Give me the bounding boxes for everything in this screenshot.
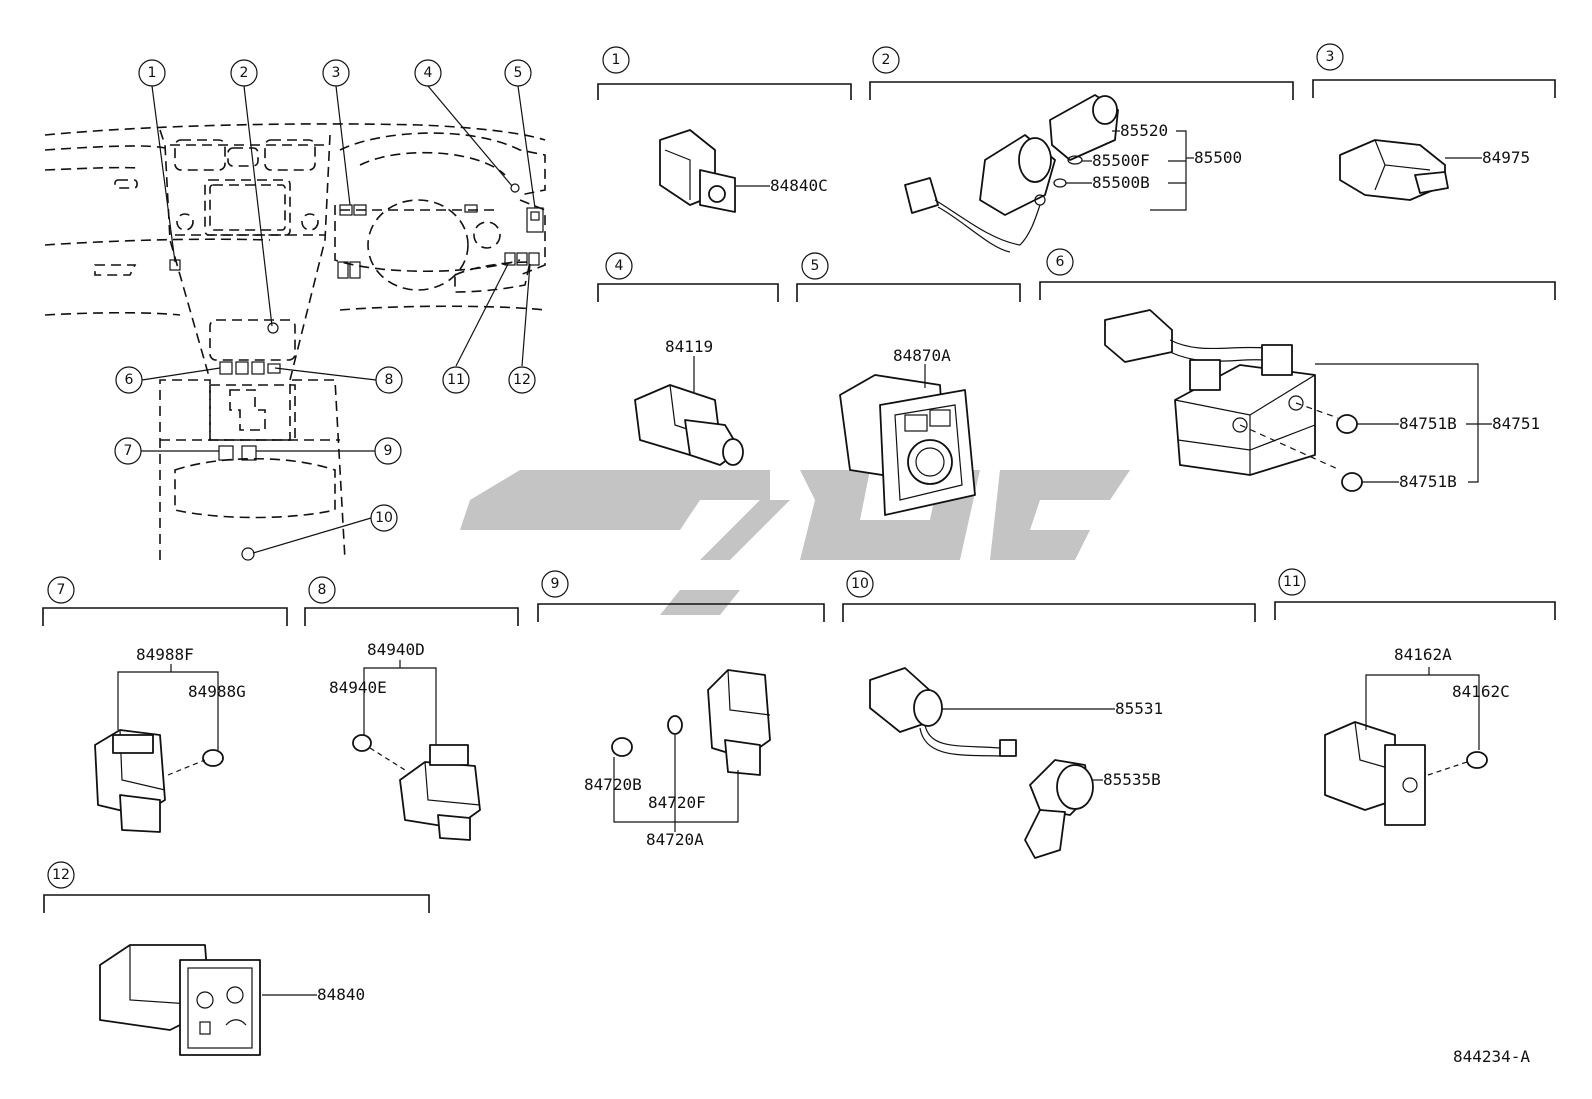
part-label-84940E: 84940E [329,678,387,697]
svg-text:9: 9 [384,443,393,459]
part-label-84940D: 84940D [367,640,425,659]
locator-callout-6: 6 [115,366,143,394]
part-label-84988F: 84988F [136,645,194,664]
section-5: 5 84870A [796,252,1021,516]
locator-leaders [141,85,536,554]
svg-text:2: 2 [240,65,249,81]
section-12: 12 84840 [43,861,430,1056]
part-84751-drawing [1104,309,1363,492]
section-3: 3 84975 [1312,43,1556,201]
svg-text:5: 5 [514,65,523,81]
part-label-84162C: 84162C [1452,682,1510,701]
part-84720a-drawing [611,669,771,776]
svg-text:6: 6 [1056,254,1065,270]
section-9: 9 84720B 84720F 84720A [537,570,825,849]
locator-callout-3: 3 [322,59,350,87]
part-84988f-drawing [94,729,224,833]
dashboard-overview [44,123,546,561]
part-label-85500F: 85500F [1092,151,1150,170]
part-label-84975: 84975 [1482,148,1530,167]
locator-callout-2: 2 [230,59,258,87]
svg-text:1: 1 [612,52,621,68]
part-84840c-drawing [659,129,736,213]
part-label-84840C: 84840C [770,176,828,195]
part-label-84720B: 84720B [584,775,642,794]
svg-text:7: 7 [124,443,133,459]
svg-text:8: 8 [318,582,327,598]
part-label-84720F: 84720F [648,793,706,812]
svg-text:3: 3 [332,65,341,81]
section-1: 1 84840C [597,46,852,213]
section-8: 8 84940D 84940E [304,576,519,841]
locator-callout-12: 12 [508,366,536,394]
part-label-84751B-lower: 84751B [1399,472,1457,491]
svg-text:5: 5 [811,258,820,274]
svg-text:10: 10 [851,576,869,592]
svg-text:10: 10 [375,510,393,526]
section-2: 2 85520 85500F 85500B 85500 [869,46,1294,253]
part-label-85520: 85520 [1120,121,1168,140]
part-label-85531: 85531 [1115,699,1163,718]
svg-text:1: 1 [148,65,157,81]
locator-callouts: 1 2 3 4 5 6 7 8 9 10 11 12 [114,59,536,532]
part-label-84988G: 84988G [188,682,246,701]
part-label-84119: 84119 [665,337,713,356]
svg-text:8: 8 [385,372,394,388]
part-label-85500: 85500 [1194,148,1242,167]
part-84119-drawing [634,384,744,466]
part-label-84870A: 84870A [893,346,951,365]
part-84940d-drawing [352,734,481,841]
svg-text:9: 9 [551,576,560,592]
part-label-84162A: 84162A [1394,645,1452,664]
svg-text:12: 12 [52,867,70,883]
locator-callout-8: 8 [375,366,403,394]
locator-callout-9: 9 [374,437,402,465]
part-84840-drawing [99,944,261,1056]
watermark-logo [460,470,1130,615]
locator-callout-4: 4 [414,59,442,87]
section-10: 10 85531 85535B [842,570,1256,859]
diagram-code: 844234-A [1453,1047,1530,1066]
part-label-84840: 84840 [317,985,365,1004]
part-85531-drawing [869,667,1017,757]
locator-callout-7: 7 [114,437,142,465]
section-6: 6 84751B 84751B 84751 [1039,248,1556,492]
part-label-84751: 84751 [1492,414,1540,433]
part-cigarette-lighter-drawing [904,94,1119,253]
part-85535b-drawing [1024,759,1094,859]
part-84870a-drawing [839,374,976,516]
locator-callout-1: 1 [138,59,166,87]
locator-callout-5: 5 [504,59,532,87]
svg-text:4: 4 [615,258,624,274]
part-label-85500B: 85500B [1092,173,1150,192]
svg-text:6: 6 [125,372,134,388]
svg-text:3: 3 [1326,49,1335,65]
part-label-84720A: 84720A [646,830,704,849]
svg-text:2: 2 [882,52,891,68]
part-84162a-drawing [1324,721,1488,826]
svg-text:12: 12 [513,372,531,388]
svg-text:4: 4 [424,65,433,81]
svg-text:7: 7 [57,582,66,598]
svg-text:11: 11 [1283,574,1301,590]
locator-callout-10: 10 [370,504,398,532]
locator-callout-11: 11 [442,366,470,394]
part-label-84751B-upper: 84751B [1399,414,1457,433]
section-4: 4 84119 [597,252,779,466]
part-84975-drawing [1339,139,1449,201]
svg-text:11: 11 [447,372,465,388]
part-label-85535B: 85535B [1103,770,1161,789]
section-11: 11 84162A 84162C [1274,568,1556,826]
section-7: 7 84988F 84988G [42,576,288,833]
